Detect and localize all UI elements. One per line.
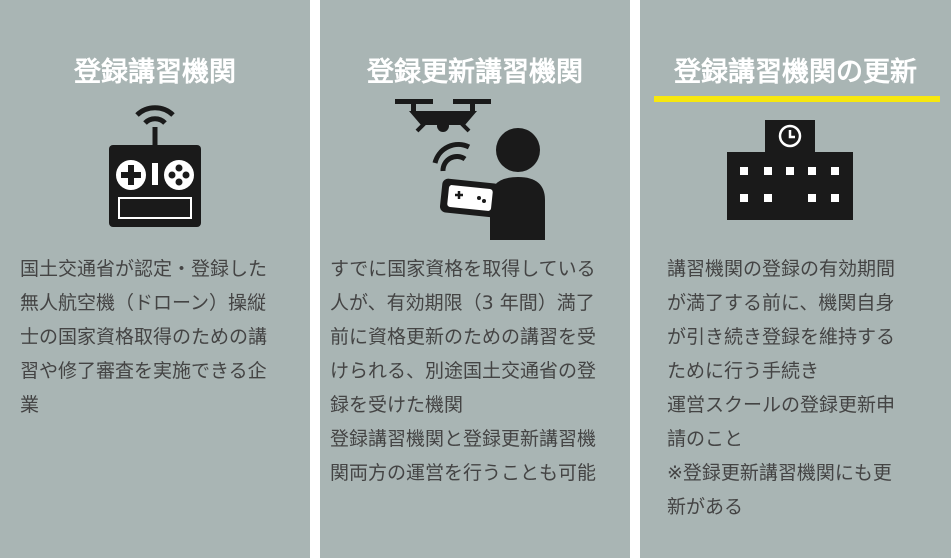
description-line: 無人航空機（ドローン）操縦 bbox=[20, 292, 267, 314]
description-line: 請のこと bbox=[667, 428, 744, 450]
description-line: けられる、別途国土交通省の登 bbox=[330, 360, 597, 382]
panel-training-institution-renewal: 登録講習機関の更新 講習機関の登録の有効期間 が満了する前に、機関自身 が引き続… bbox=[640, 0, 951, 558]
panel-title: 登録講習機関 bbox=[74, 57, 236, 88]
description-line: 関両方の運営を行うことも可能 bbox=[330, 462, 597, 484]
description-line: 録を受けた機関 bbox=[330, 394, 464, 416]
description-line: 人が、有効期限（3 年間）満了 bbox=[330, 292, 595, 314]
description-line: ※登録更新講習機関にも更 bbox=[667, 462, 892, 484]
panel-registered-training-institution: 登録講習機関 国土交通省が認定・登録した 無人航空機（ドローン）操縦 士の国家資… bbox=[0, 0, 310, 558]
description-line: すでに国家資格を取得している bbox=[330, 258, 596, 280]
panel-description: 講習機関の登録の有効期間 が満了する前に、機関自身 が引き続き登録を維持する た… bbox=[667, 252, 895, 524]
building-clock-icon bbox=[727, 120, 853, 220]
description-line: ために行う手続き bbox=[667, 360, 820, 382]
highlight-underline bbox=[654, 96, 940, 102]
description-line: 習や修了審査を実施できる企 bbox=[20, 360, 267, 382]
description-line: 運営スクールの登録更新申 bbox=[667, 394, 896, 416]
description-line: 講習機関の登録の有効期間 bbox=[667, 258, 896, 280]
panel-title: 登録更新講習機関 bbox=[367, 57, 583, 88]
description-line: 国土交通省が認定・登録した bbox=[20, 258, 268, 280]
description-line: 登録講習機関と登録更新講習機 bbox=[330, 428, 597, 450]
panel-description: すでに国家資格を取得している 人が、有効期限（3 年間）満了 前に資格更新のため… bbox=[330, 252, 596, 490]
description-line: が引き続き登録を維持する bbox=[667, 326, 896, 348]
description-line: が満了する前に、機関自身 bbox=[667, 292, 895, 314]
description-line: 新がある bbox=[667, 496, 744, 518]
description-line: 士の国家資格取得のための講 bbox=[20, 326, 268, 348]
description-line: 前に資格更新のための講習を受 bbox=[330, 326, 597, 348]
panel-registered-renewal-training-institution: 登録更新講習機関 すでに国家資格を取得している 人が、有効期限（3 年間）満了 … bbox=[320, 0, 630, 558]
drone-pilot-icon bbox=[395, 99, 545, 240]
panel-description: 国土交通省が認定・登録した 無人航空機（ドローン）操縦 士の国家資格取得のための… bbox=[20, 252, 267, 422]
description-line: 業 bbox=[20, 394, 40, 416]
drone-controller-icon bbox=[109, 105, 201, 227]
panel-title: 登録講習機関の更新 bbox=[674, 57, 917, 88]
